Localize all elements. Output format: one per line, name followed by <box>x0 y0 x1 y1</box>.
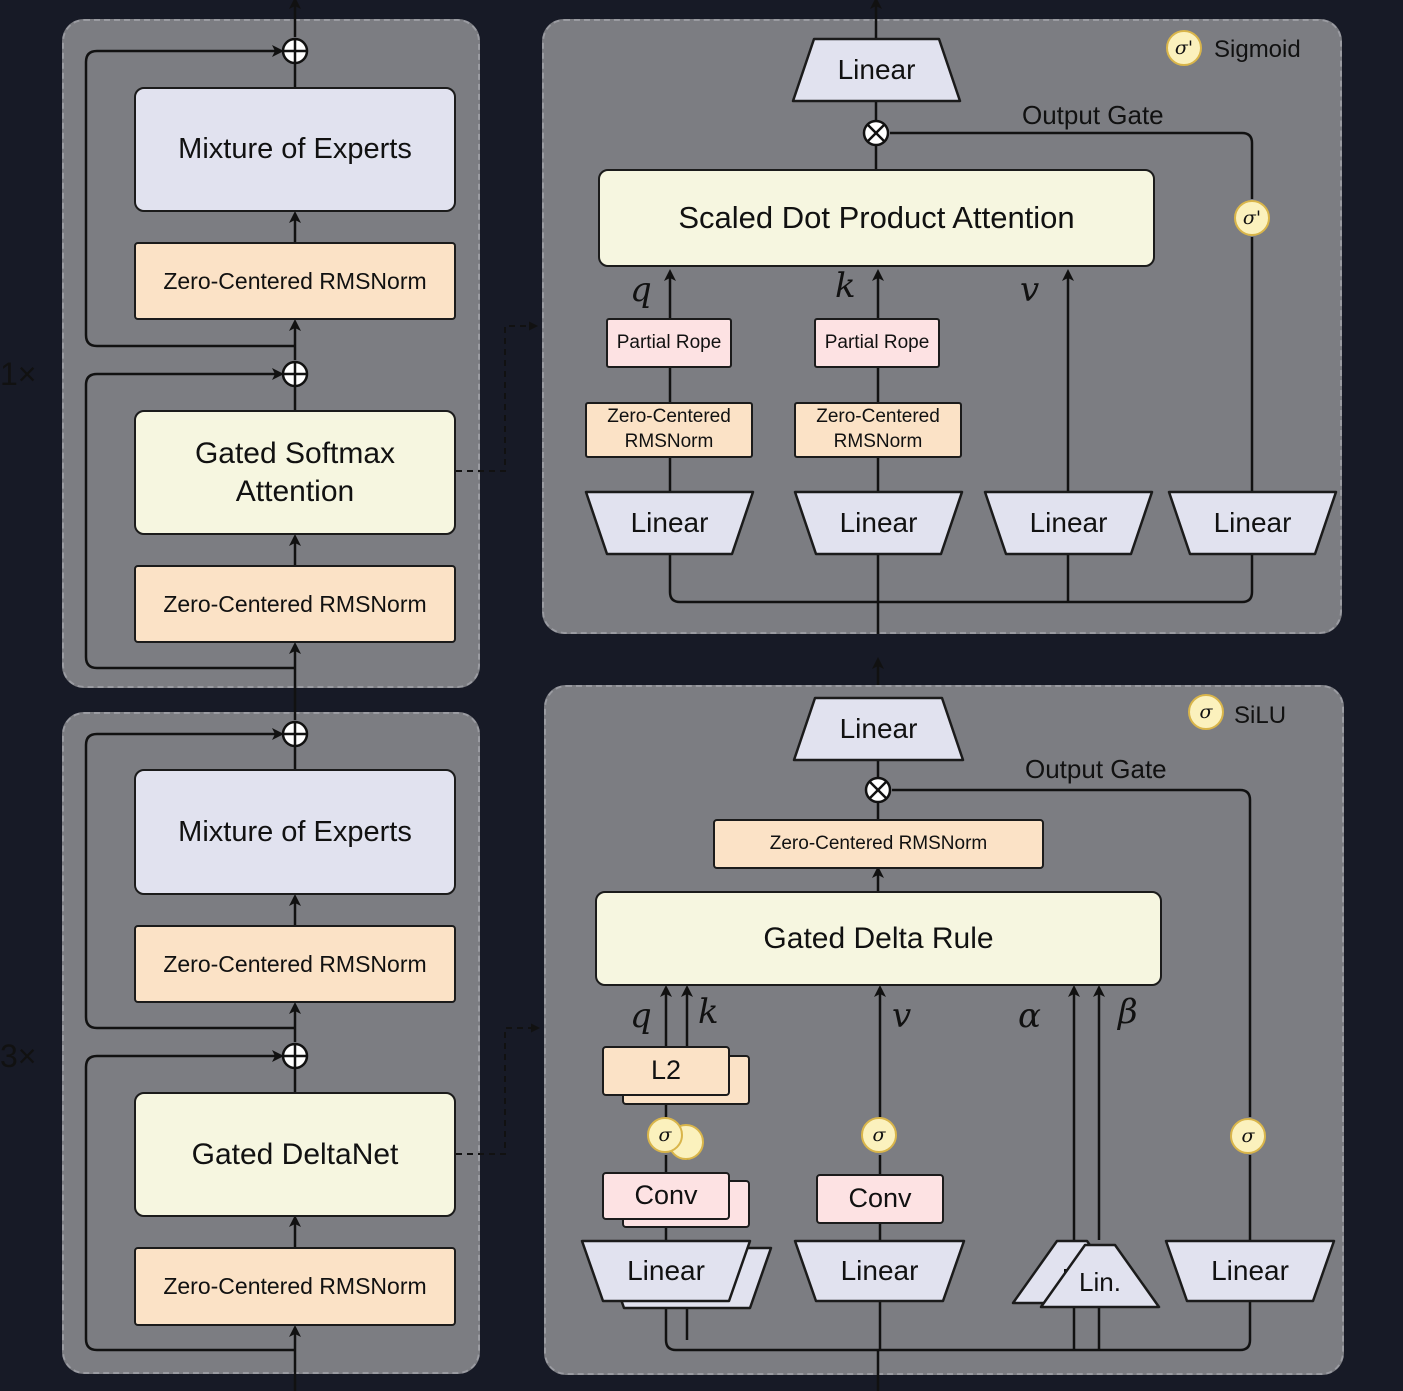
repeat-3x: 3× <box>0 1038 37 1074</box>
l2-norm: L2 <box>602 1046 730 1096</box>
silu-icon: σ <box>861 1117 897 1153</box>
linear-k: Linear <box>793 490 964 556</box>
linear-label: Linear <box>1029 507 1108 538</box>
linear-q: Linear <box>584 490 755 556</box>
gated-deltanet-block: Gated DeltaNet <box>134 1092 456 1217</box>
alpha-symbol: α <box>1018 996 1041 1036</box>
rmsnorm-block: Zero-Centered RMSNorm <box>134 242 456 320</box>
linear-label: Lin. <box>1079 1266 1121 1297</box>
linear-v: Linear <box>983 490 1154 556</box>
query-symbol: q <box>630 270 652 310</box>
linear-beta: Lin. <box>1039 1243 1161 1309</box>
linear-label: Linear <box>837 54 916 85</box>
gate-multiply-icon <box>862 119 892 804</box>
partial-rope-q: Partial Rope <box>606 318 732 368</box>
query-symbol: q <box>630 996 652 1036</box>
silu-icon: σ <box>647 1117 683 1153</box>
output-gate-label: Output Gate <box>1025 754 1167 784</box>
sdpa-block: Scaled Dot Product Attention <box>598 169 1155 267</box>
beta-symbol: β <box>1118 992 1138 1032</box>
key-symbol: k <box>835 266 856 306</box>
linear-label: Linear <box>627 1255 705 1286</box>
rmsnorm-block: Zero-Centered RMSNorm <box>713 819 1044 869</box>
partial-rope-k: Partial Rope <box>814 318 940 368</box>
linear-label: Linear <box>840 1255 919 1286</box>
gated-softmax-attention-block: Gated Softmax Attention <box>134 410 456 535</box>
linear-label: Linear <box>1213 507 1292 538</box>
legend-sigmoid-label: Sigmoid <box>1214 36 1301 63</box>
rmsnorm-block: Zero-Centered RMSNorm <box>134 565 456 643</box>
output-linear: Linear <box>791 37 962 103</box>
linear-label: Linear <box>630 507 709 538</box>
linear-v: Linear <box>793 1239 966 1303</box>
moe-block: Mixture of Experts <box>134 87 456 212</box>
moe-block: Mixture of Experts <box>134 769 456 895</box>
linear-label: Linear <box>839 713 918 744</box>
conv-qk: Conv <box>602 1172 730 1220</box>
rmsnorm-q: Zero-Centered RMSNorm <box>585 402 753 458</box>
output-linear: Linear <box>792 696 965 762</box>
residual-add-icon <box>281 37 309 1070</box>
linear-label: Linear <box>839 507 918 538</box>
linear-gate: Linear <box>1167 490 1338 556</box>
sigmoid-legend-icon: σ' <box>1166 30 1202 66</box>
value-symbol: v <box>892 996 912 1036</box>
gated-delta-rule-block: Gated Delta Rule <box>595 891 1162 986</box>
legend-silu-label: SiLU <box>1234 702 1287 729</box>
value-symbol: v <box>1020 270 1040 310</box>
output-gate-label: Output Gate <box>1022 100 1164 130</box>
rmsnorm-block: Zero-Centered RMSNorm <box>134 925 456 1003</box>
rmsnorm-block: Zero-Centered RMSNorm <box>134 1247 456 1326</box>
linear-label: Linear <box>1211 1255 1289 1286</box>
conv-v: Conv <box>816 1174 944 1224</box>
linear-qk: Linear <box>580 1239 752 1303</box>
repeat-1x: 1× <box>0 356 37 392</box>
linear-gate: Linear <box>1164 1239 1336 1303</box>
key-symbol: k <box>698 992 719 1032</box>
sigmoid-gate-icon: σ' <box>1234 200 1270 236</box>
silu-legend-icon: σ <box>1188 694 1224 730</box>
rmsnorm-k: Zero-Centered RMSNorm <box>794 402 962 458</box>
silu-icon: σ <box>1230 1118 1266 1154</box>
